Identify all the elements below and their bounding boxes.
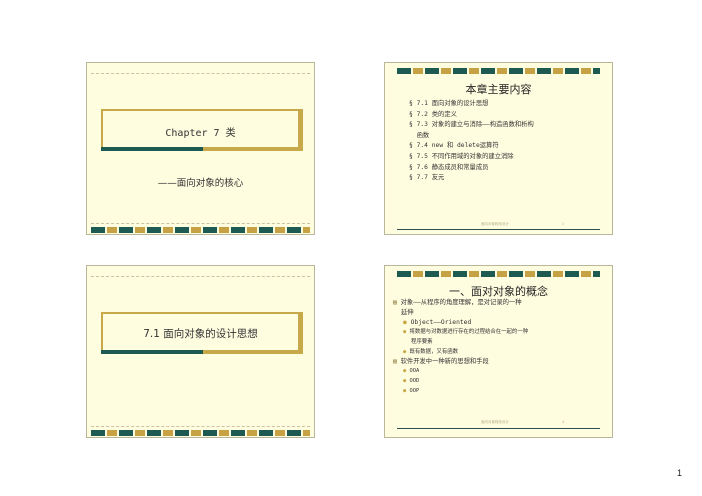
list-item: § 7.7 友元 <box>409 174 445 182</box>
list-item: ● OOD <box>403 378 420 385</box>
dot-bullet-icon: ● <box>403 368 410 375</box>
footer-course: 面向对象程序设计 <box>481 222 509 226</box>
content-list: § 7.1 面向对象的设计思想 § 7.2 类的定义 § 7.3 对象的建立与消… <box>409 99 534 184</box>
dot-bullet-icon: ● <box>403 318 411 326</box>
dotted-rule-bottom <box>397 428 600 430</box>
dotted-rule-top <box>91 276 310 278</box>
title-box-right-bar <box>298 109 303 151</box>
slide-1: Chapter 7 类 ——面向对象的核心 <box>86 62 315 235</box>
list-item: ● OOA <box>403 368 420 375</box>
dot-bullet-icon: ● <box>403 348 410 355</box>
list-item: § 7.5 不同作用域的对象的建立消除 <box>409 152 514 160</box>
dotted-rule-bottom <box>91 223 310 225</box>
bottom-stripe <box>91 227 310 233</box>
list-item: § 7.4 new 和 delete运算符 <box>409 142 499 150</box>
title-box-bottom-bar <box>101 350 203 354</box>
title-box-bottom-bar-gold <box>203 147 303 151</box>
square-bullet-icon: ▤ <box>393 358 401 366</box>
connector-square <box>200 350 203 353</box>
list-item: § 7.3 对象的建立与消除——构造函数和析构 <box>409 121 534 129</box>
dot-bullet-icon: ● <box>403 328 410 335</box>
list-item: ● OOP <box>403 388 420 395</box>
slide-3: 7.1 面向对象的设计思想 <box>86 265 315 438</box>
title-box <box>101 109 301 149</box>
title-box <box>101 312 301 352</box>
list-item: ▤ 软件开发中一种新的思想和手段 <box>393 358 489 366</box>
slide-title: Chapter 7 类 <box>165 128 236 139</box>
slide-2: 本章主要内容 § 7.1 面向对象的设计思想 § 7.2 类的定义 § 7.3 … <box>384 62 613 235</box>
list-item: ● 将数据与对数据进行存在的过程结合在一起的一种 <box>403 328 529 335</box>
dotted-rule-top <box>91 73 310 75</box>
title-box-bottom-bar <box>101 147 203 151</box>
slide-title: 7.1 面向对象的设计思想 <box>143 328 258 340</box>
bottom-stripe <box>91 430 310 436</box>
dotted-rule-bottom <box>91 426 310 428</box>
top-stripe <box>397 271 600 277</box>
list-item: 程序要素 <box>411 338 433 345</box>
dotted-rule-bottom <box>397 229 600 231</box>
list-item: § 7.6 静态成员和常量成员 <box>409 163 489 171</box>
connector-square <box>200 147 203 150</box>
list-item: ▤ 对象——从程序的角度理解，是对记录的一种 <box>393 299 522 306</box>
list-item: ● 既有数据，又有函数 <box>403 348 459 355</box>
title-box-right-bar <box>298 312 303 354</box>
list-item: ● Object——Oriented <box>403 318 472 326</box>
slide-heading: 本章主要内容 <box>465 83 532 96</box>
dot-bullet-icon: ● <box>403 378 410 385</box>
content-list: ▤ 对象——从程序的角度理解，是对记录的一种 延伸 ● Object——Orie… <box>393 298 528 397</box>
dot-bullet-icon: ● <box>403 388 410 395</box>
footer-slide-number: 2 <box>562 222 565 226</box>
slide-4: 一、面对对象的概念 ▤ 对象——从程序的角度理解，是对记录的一种 延伸 ● Ob… <box>384 265 613 438</box>
footer-course: 面向对象程序设计 <box>481 420 509 424</box>
slide-heading: 一、面对对象的概念 <box>449 285 548 298</box>
list-item: § 7.1 面向对象的设计思想 <box>409 100 489 107</box>
slide-subtitle: ——面向对象的核心 <box>157 178 244 189</box>
list-item: § 7.2 类的定义 <box>409 110 457 118</box>
page-number: 1 <box>676 468 682 478</box>
top-stripe <box>397 68 600 74</box>
list-item: 函数 <box>409 131 430 139</box>
square-bullet-icon: ▤ <box>393 299 401 306</box>
footer-slide-number: 4 <box>562 420 565 424</box>
list-item: 延伸 <box>401 308 414 316</box>
title-box-bottom-bar-gold <box>203 350 303 354</box>
